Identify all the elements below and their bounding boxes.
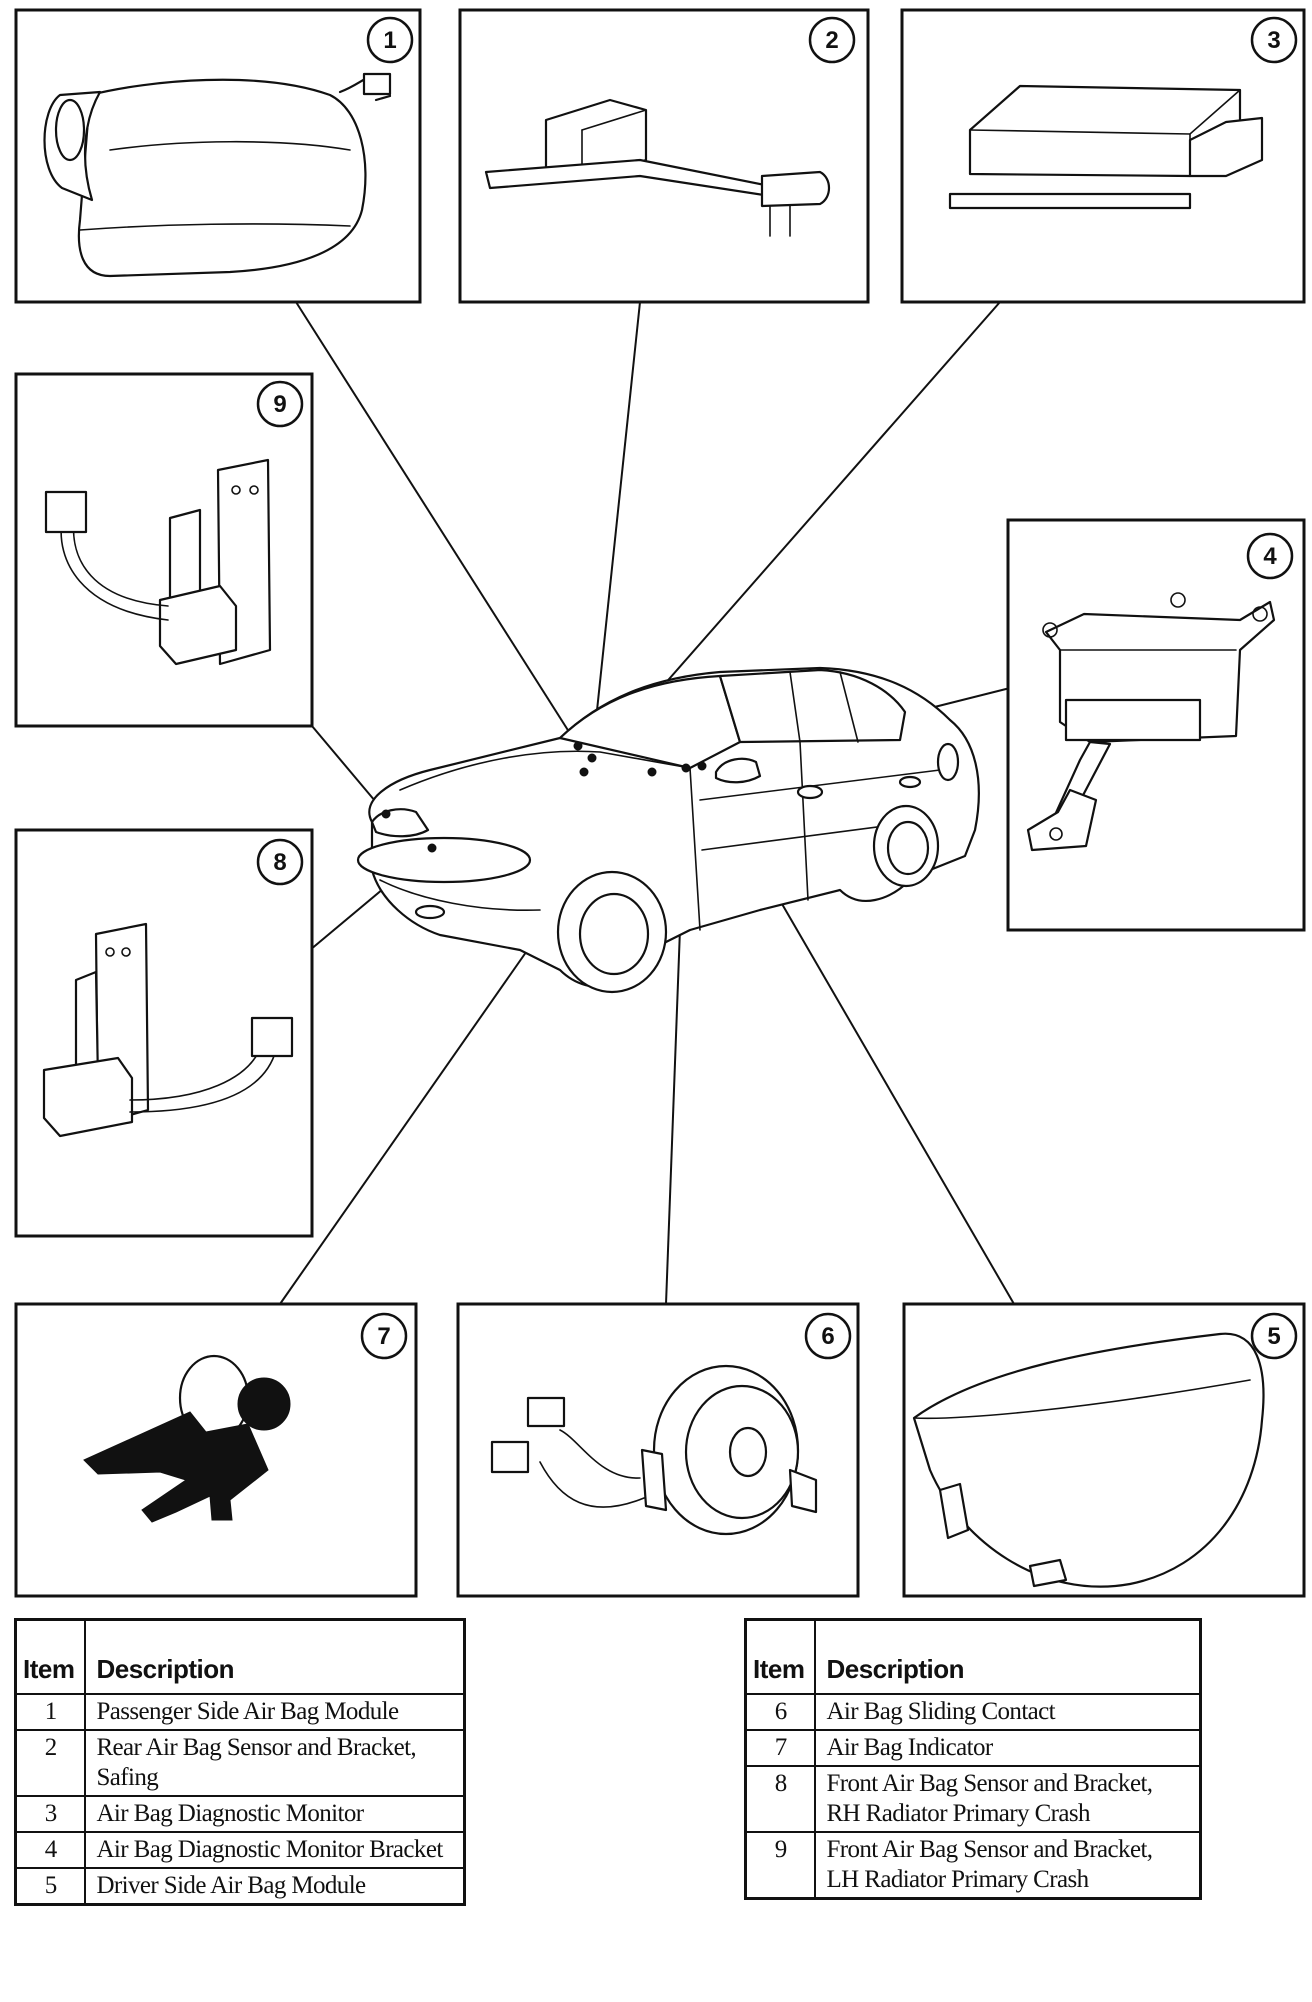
table-row: 7 Air Bag Indicator	[744, 1729, 1202, 1767]
component-location-diagram: 1 2 3	[14, 8, 1306, 1598]
lh-radiator-sensor-art	[44, 458, 272, 666]
legend-header-row: Item Description	[14, 1618, 466, 1695]
table-row: 3 Air Bag Diagnostic Monitor	[14, 1795, 466, 1833]
item-number: 1	[14, 1693, 87, 1731]
table-row: 8 Front Air Bag Sensor and Bracket, RH R…	[744, 1765, 1202, 1833]
callout-2: 2	[825, 27, 838, 54]
legend-header-row: Item Description	[744, 1618, 1202, 1695]
air-bag-indicator-art	[83, 1354, 291, 1523]
sliding-contact-art	[490, 1364, 818, 1536]
callout-6: 6	[821, 1323, 834, 1350]
table-row: 6 Air Bag Sliding Contact	[744, 1693, 1202, 1731]
item-number: 7	[744, 1729, 817, 1767]
table-row: 2 Rear Air Bag Sensor and Bracket, Safin…	[14, 1729, 466, 1797]
description-column-header: Description	[84, 1618, 466, 1695]
item-number: 3	[14, 1795, 87, 1833]
item-description: Driver Side Air Bag Module	[84, 1867, 466, 1906]
table-row: 9 Front Air Bag Sensor and Bracket, LH R…	[744, 1831, 1202, 1900]
leader-1	[295, 301, 579, 747]
item-description: Rear Air Bag Sensor and Bracket, Safing	[84, 1729, 466, 1797]
item-description: Front Air Bag Sensor and Bracket, LH Rad…	[814, 1831, 1202, 1900]
item-description: Passenger Side Air Bag Module	[84, 1693, 466, 1731]
item-number: 4	[14, 1831, 87, 1869]
item-number: 9	[744, 1831, 817, 1900]
passenger-air-bag-module-art	[43, 72, 392, 278]
item-number: 6	[744, 1693, 817, 1731]
callout-3: 3	[1267, 27, 1280, 54]
item-description: Air Bag Diagnostic Monitor	[84, 1795, 466, 1833]
callout-8: 8	[273, 849, 286, 876]
item-number: 5	[14, 1867, 87, 1906]
component-box-2: 2	[458, 8, 870, 304]
component-box-6: 6	[456, 1302, 860, 1598]
safing-sensor-art	[484, 98, 831, 237]
component-box-7: 7	[14, 1302, 418, 1598]
component-box-1: 1	[14, 8, 422, 304]
component-box-9: 9	[14, 372, 314, 728]
diagnostic-monitor-art	[948, 84, 1264, 210]
table-row: 1 Passenger Side Air Bag Module	[14, 1693, 466, 1731]
description-column-header: Description	[814, 1618, 1202, 1695]
callout-5: 5	[1267, 1323, 1280, 1350]
callout-4: 4	[1263, 543, 1277, 570]
rh-radiator-sensor-art	[42, 922, 294, 1138]
item-description: Front Air Bag Sensor and Bracket, RH Rad…	[814, 1765, 1202, 1833]
table-row: 4 Air Bag Diagnostic Monitor Bracket	[14, 1831, 466, 1869]
component-box-8: 8	[14, 828, 314, 1238]
item-description: Air Bag Sliding Contact	[814, 1693, 1202, 1731]
item-description: Air Bag Diagnostic Monitor Bracket	[84, 1831, 466, 1869]
item-number: 8	[744, 1765, 817, 1833]
item-description: Air Bag Indicator	[814, 1729, 1202, 1767]
legend-table-right: Item Description 6 Air Bag Sliding Conta…	[744, 1618, 1202, 1900]
leader-lines	[279, 301, 1015, 1305]
vehicle-illustration	[356, 666, 980, 994]
leader-2	[591, 301, 641, 759]
table-row: 5 Driver Side Air Bag Module	[14, 1867, 466, 1906]
item-column-header: Item	[14, 1618, 87, 1695]
driver-air-bag-module-art	[912, 1332, 1265, 1588]
callout-7: 7	[377, 1323, 390, 1350]
monitor-bracket-art	[1026, 592, 1276, 852]
component-box-3: 3	[900, 8, 1306, 304]
legend-table-left: Item Description 1 Passenger Side Air Ba…	[14, 1618, 466, 1906]
component-box-5: 5	[902, 1302, 1306, 1598]
component-box-4: 4	[1006, 518, 1306, 932]
callout-1: 1	[383, 27, 396, 54]
item-number: 2	[14, 1729, 87, 1797]
callout-9: 9	[273, 391, 286, 418]
item-column-header: Item	[744, 1618, 817, 1695]
